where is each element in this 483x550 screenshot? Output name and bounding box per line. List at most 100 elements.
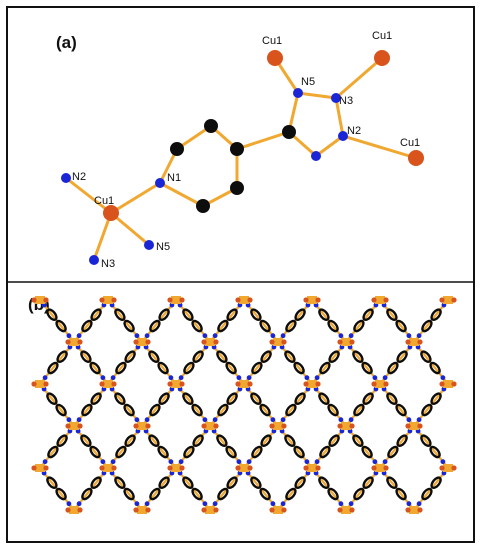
label-cu1-top-left: Cu1 [262, 35, 282, 47]
copper-atom-top-right [374, 50, 390, 66]
network-nitrogen [246, 459, 252, 465]
network-ring [361, 445, 373, 459]
bond-cu-n2 [65, 176, 112, 215]
network-ring [318, 308, 330, 321]
nitrogen-atom-n2 [338, 131, 348, 141]
network-ring [352, 350, 364, 363]
network-ring [226, 308, 238, 321]
network-ring [293, 445, 305, 459]
network-copper [371, 381, 377, 387]
network-copper-pillar [273, 506, 283, 514]
network-copper [315, 297, 321, 303]
bond-n2-cu [342, 134, 417, 160]
network-ring [217, 487, 229, 501]
network-nitrogen [42, 459, 48, 465]
nitrogen-atom-n5 [293, 88, 303, 98]
network-copper [247, 381, 253, 387]
network-ring [361, 361, 373, 375]
network-ring [387, 361, 399, 375]
network-copper [201, 339, 207, 345]
network-nitrogen [76, 333, 82, 339]
network-copper-pillar [103, 380, 113, 388]
network-copper [281, 423, 287, 429]
network-copper [77, 339, 83, 345]
network-copper [337, 339, 343, 345]
nitrogen-atom-n3-ligand [89, 255, 99, 265]
network-ring [362, 392, 374, 405]
nitrogen-atom-n2-ligand [61, 173, 71, 183]
network-ring [294, 476, 306, 489]
network-ring [226, 392, 238, 405]
network-ring [395, 403, 407, 417]
network-ring [149, 319, 161, 333]
network-ring [149, 403, 161, 417]
network-copper-pillar [171, 464, 181, 472]
network-copper [337, 507, 343, 513]
network-nitrogen [110, 459, 116, 465]
network-nitrogen [406, 501, 412, 507]
network-ring [225, 361, 237, 375]
network-ring [259, 319, 271, 333]
network-nitrogen [134, 417, 140, 423]
network-ring [260, 350, 272, 363]
network-nitrogen [314, 459, 320, 465]
network-nitrogen [416, 501, 422, 507]
network-nitrogen [348, 333, 354, 339]
network-copper-pillar [341, 422, 351, 430]
network-ring [182, 308, 194, 321]
network-copper-pillar [341, 338, 351, 346]
bond-n5-n3 [297, 91, 337, 100]
network-copper [31, 465, 37, 471]
network-copper [65, 423, 71, 429]
network-ring [55, 487, 67, 501]
network-copper [247, 465, 253, 471]
network-copper-pillar [171, 380, 181, 388]
network-nitrogen [178, 375, 184, 381]
network-ring [124, 350, 136, 363]
network-ring [192, 434, 204, 447]
network-copper-pillar [35, 464, 45, 472]
network-copper-pillar [35, 296, 45, 304]
carbon-atom [230, 181, 244, 195]
network-ring [115, 361, 127, 375]
network-ring [327, 403, 339, 417]
network-copper [281, 507, 287, 513]
network-ring [396, 434, 408, 447]
network-copper-pillar [307, 464, 317, 472]
network-copper [43, 381, 49, 387]
network-copper [349, 507, 355, 513]
network-copper [303, 297, 309, 303]
network-copper [99, 297, 105, 303]
network-copper [281, 339, 287, 345]
network-ring [158, 392, 170, 405]
network-copper [43, 297, 49, 303]
network-nitrogen [168, 375, 174, 381]
network-nitrogen [440, 459, 446, 465]
network-nitrogen [338, 333, 344, 339]
network-copper [371, 297, 377, 303]
network-copper [349, 339, 355, 345]
network-copper-pillar [103, 464, 113, 472]
network-ring [115, 445, 127, 459]
network-nitrogen [212, 501, 218, 507]
bonds-group [65, 56, 417, 261]
network-nitrogen [406, 417, 412, 423]
network-nitrogen [406, 333, 412, 339]
network-nitrogen [382, 459, 388, 465]
network-ring [362, 308, 374, 321]
network-copper [303, 381, 309, 387]
network-copper [315, 381, 321, 387]
network-ring [260, 434, 272, 447]
network-copper [235, 465, 241, 471]
network-ring [327, 487, 339, 501]
network-copper-pillar [273, 422, 283, 430]
network-copper [315, 465, 321, 471]
network-copper [235, 297, 241, 303]
network-ring [430, 476, 442, 489]
label-n5-ligand: N5 [156, 241, 170, 253]
network-copper [269, 423, 275, 429]
network-copper-pillar [409, 506, 419, 514]
network-ring [217, 403, 229, 417]
network-nitrogen [134, 501, 140, 507]
